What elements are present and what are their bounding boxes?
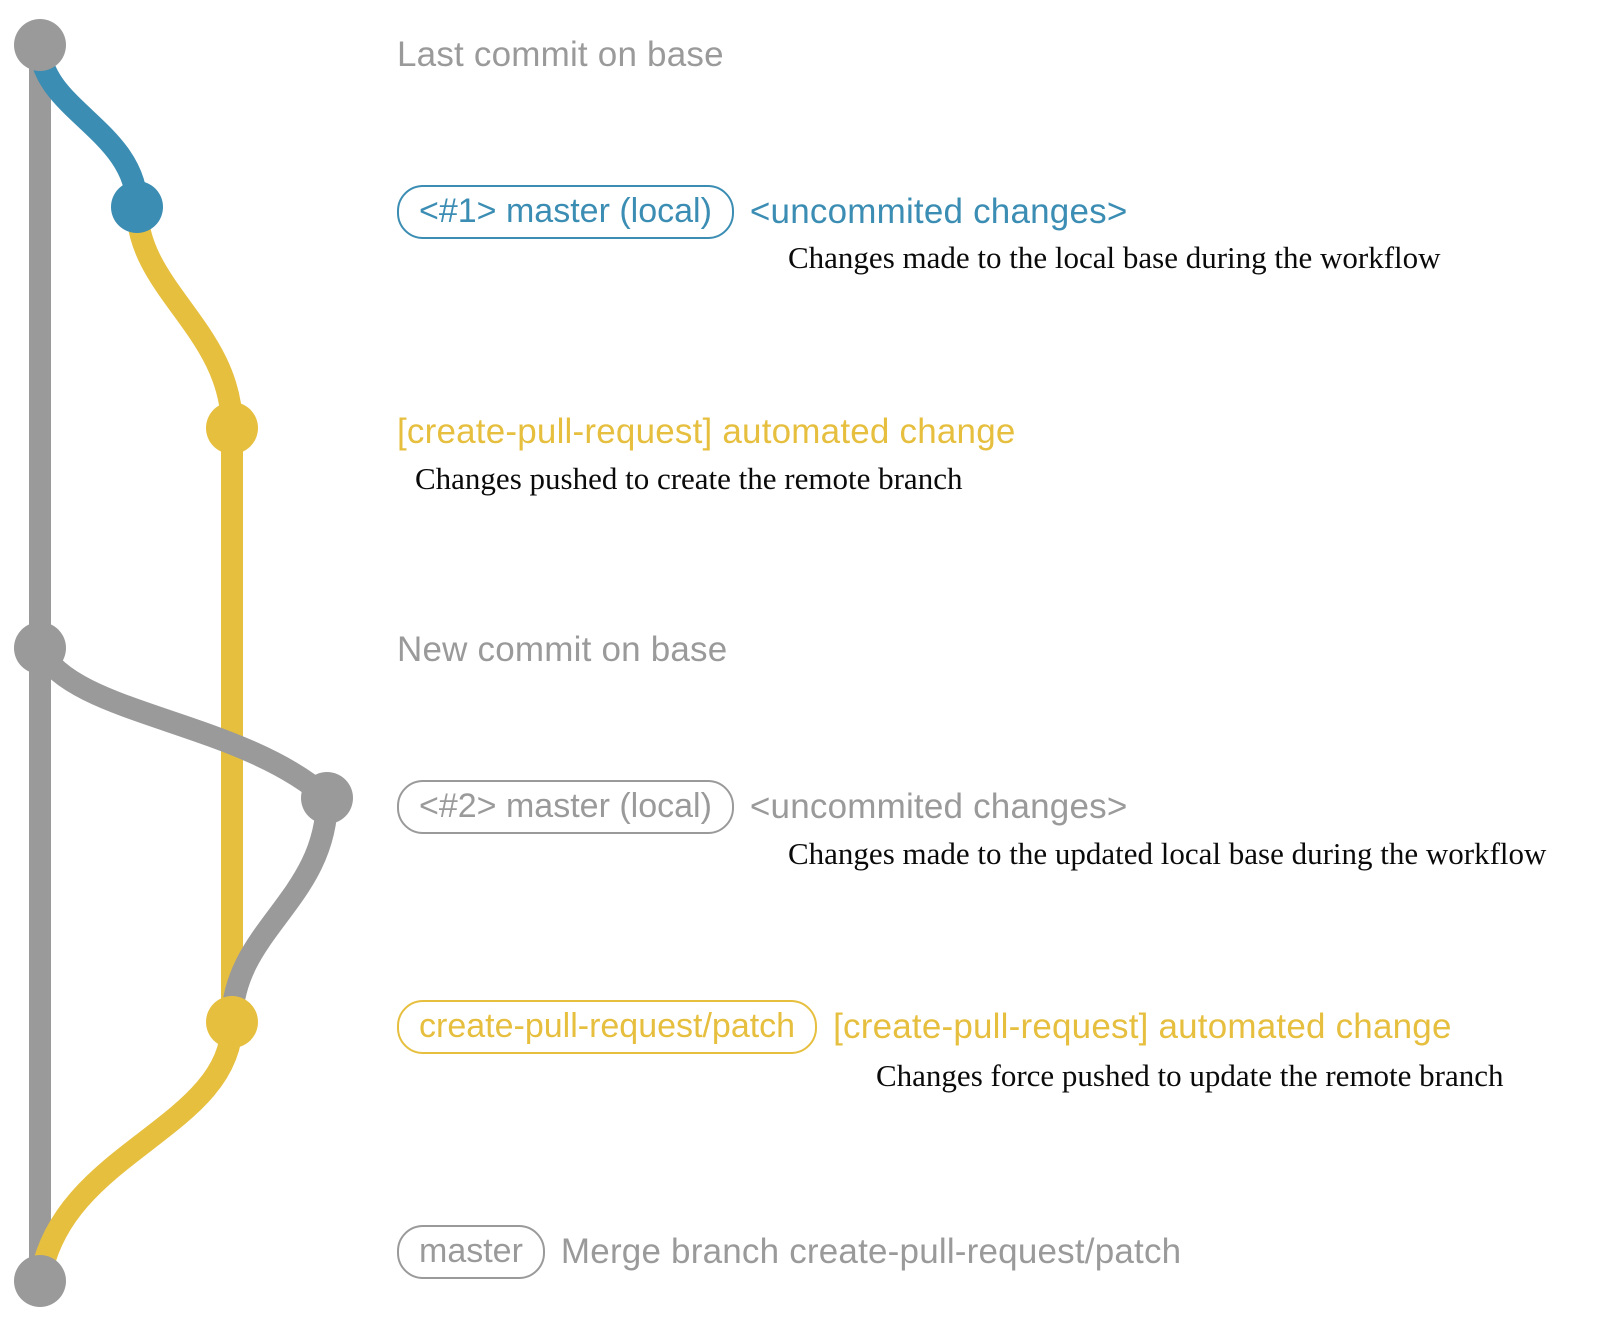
commit-subject-new-commit-on-base: New commit on base <box>397 630 728 669</box>
row-automated-change-1: [create-pull-request] automated change <box>397 412 1016 452</box>
row-master-local-1: <#1> master (local) <uncommited changes> <box>397 185 1127 239</box>
edge-local-2-to-patch-2 <box>221 787 338 1033</box>
row-automated-change-2: create-pull-request/patch [create-pull-r… <box>397 1000 1452 1054</box>
description-master-local-2: Changes made to the updated local base d… <box>788 836 1547 871</box>
commit-subject-last-commit-on-base: Last commit on base <box>397 35 724 74</box>
edge-local-1-to-patch-1 <box>126 196 243 439</box>
node-local-master-2 <box>301 772 353 824</box>
ref-chip-master[interactable]: master <box>397 1225 545 1279</box>
edge-base-new-to-local-2 <box>29 637 338 809</box>
row-merge-commit: master Merge branch create-pull-request/… <box>397 1225 1181 1279</box>
ref-chip-create-pull-request-patch[interactable]: create-pull-request/patch <box>397 1000 818 1054</box>
commit-subject-master-local-2: <uncommited changes> <box>749 787 1128 826</box>
description-automated-change-1: Changes pushed to create the remote bran… <box>415 461 963 496</box>
row-last-commit-on-base: Last commit on base <box>397 35 724 75</box>
node-base-head <box>14 19 66 71</box>
commit-subject-automated-change-2: [create-pull-request] automated change <box>833 1007 1452 1046</box>
node-merge-head <box>14 1255 66 1307</box>
description-automated-change-2: Changes force pushed to update the remot… <box>876 1058 1504 1093</box>
edge-patch-2-to-merge <box>29 1011 243 1292</box>
commit-subject-merge-commit: Merge branch create-pull-request/patch <box>560 1232 1182 1271</box>
node-base-new <box>14 622 66 674</box>
ref-chip-master-local-2[interactable]: <#2> master (local) <box>397 780 734 834</box>
row-master-local-2: <#2> master (local) <uncommited changes> <box>397 780 1127 834</box>
row-new-commit-on-base: New commit on base <box>397 630 727 670</box>
commit-subject-master-local-1: <uncommited changes> <box>749 192 1128 231</box>
ref-chip-master-local-1[interactable]: <#1> master (local) <box>397 185 734 239</box>
node-local-master-1 <box>111 181 163 233</box>
commit-subject-automated-change-1: [create-pull-request] automated change <box>397 412 1016 451</box>
description-master-local-1: Changes made to the local base during th… <box>788 240 1441 275</box>
node-patch-commit-2 <box>206 996 258 1048</box>
node-patch-commit-1 <box>206 402 258 454</box>
